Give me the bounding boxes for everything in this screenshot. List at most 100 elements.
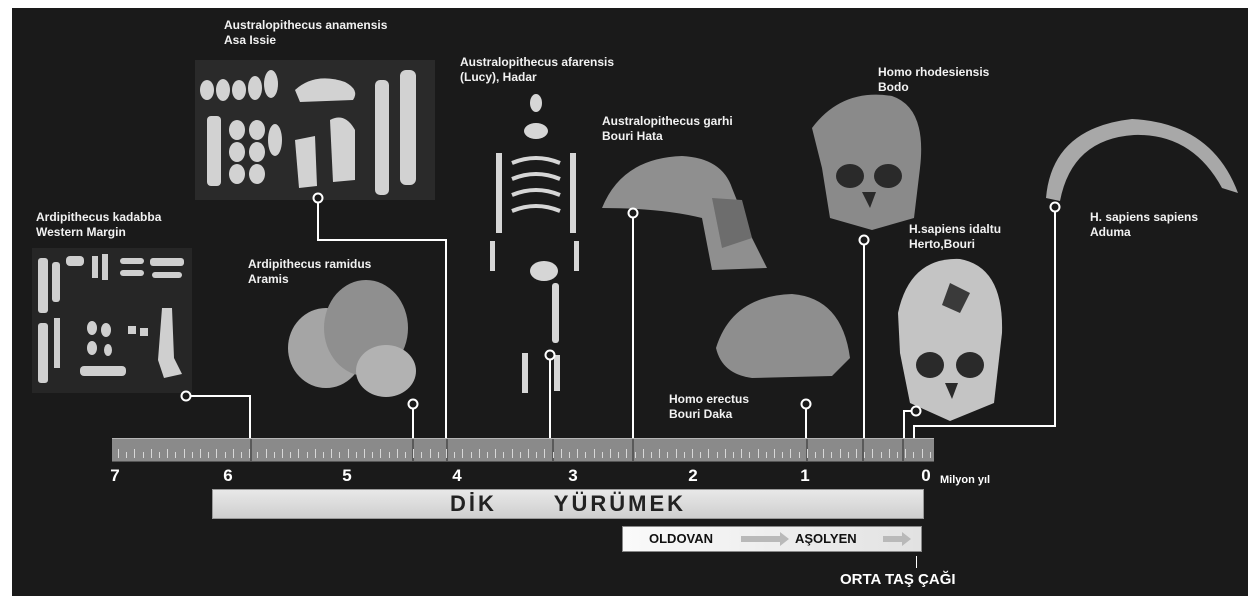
ruler-minor-tick [610,449,611,458]
ruler-segment-divider [250,439,252,461]
ruler-minor-tick [922,449,923,458]
ruler-minor-tick [323,452,324,458]
arrow-right-icon [883,536,903,542]
ruler-minor-tick [462,449,463,458]
ruler-minor-tick [799,452,800,458]
ruler-minor-tick [766,452,767,458]
ruler-minor-tick [512,449,513,458]
axis-tick-2: 2 [678,466,708,486]
ruler-minor-tick [577,449,578,458]
ruler-minor-tick [676,449,677,458]
marker-kadabba [182,392,191,401]
time-ruler [112,438,934,462]
marker-afarensis [546,351,555,360]
ruler-segment-divider [902,439,904,461]
axis-tick-1: 1 [790,466,820,486]
ruler-minor-tick [446,449,447,458]
ruler-minor-tick [758,449,759,458]
ruler-minor-tick [274,452,275,458]
ruler-minor-tick [561,449,562,458]
axis-tick-0: 0 [911,466,941,486]
ruler-minor-tick [659,449,660,458]
ruler-minor-tick [307,452,308,458]
oldowan-label: OLDOVAN [649,527,713,551]
arrow-right-icon [741,536,781,542]
ruler-minor-tick [831,452,832,458]
ruler-minor-tick [282,449,283,458]
ruler-minor-tick [331,449,332,458]
ruler-minor-tick [790,449,791,458]
ruler-minor-tick [225,452,226,458]
ruler-minor-tick [594,449,595,458]
marker-ramidus [409,400,418,409]
ruler-minor-tick [233,449,234,458]
ruler-minor-tick [848,452,849,458]
middle-stone-age-label: ORTA TAŞ ÇAĞI [840,571,956,588]
ruler-minor-tick [216,449,217,458]
ruler-minor-tick [364,449,365,458]
ruler-minor-tick [725,449,726,458]
ruler-minor-tick [823,449,824,458]
ruler-minor-tick [348,449,349,458]
ruler-minor-tick [930,452,931,458]
ruler-minor-tick [708,449,709,458]
ruler-minor-tick [643,449,644,458]
acheulean-label: AŞOLYEN [795,527,857,551]
ruler-minor-tick [889,449,890,458]
axis-tick-6: 6 [213,466,243,486]
ruler-minor-tick [905,449,906,458]
upright-walking-band: DİK YÜRÜMEK [212,489,924,519]
ruler-minor-tick [872,449,873,458]
axis-unit-label: Milyon yıl [940,474,990,486]
ruler-minor-tick [454,452,455,458]
ruler-minor-tick [266,449,267,458]
ruler-minor-tick [257,452,258,458]
ruler-minor-tick [339,452,340,458]
ruler-minor-tick [421,452,422,458]
ruler-minor-tick [585,452,586,458]
ruler-minor-tick [298,449,299,458]
middle-stone-age-marker [916,556,917,568]
ruler-minor-tick [159,452,160,458]
ruler-minor-tick [487,452,488,458]
ruler-minor-tick [200,449,201,458]
axis-tick-7: 7 [100,466,130,486]
ruler-minor-tick [126,452,127,458]
ruler-minor-tick [618,452,619,458]
ruler-minor-tick [856,449,857,458]
axis-tick-3: 3 [558,466,588,486]
ruler-minor-tick [536,452,537,458]
ruler-minor-tick [692,449,693,458]
ruler-minor-tick [380,449,381,458]
ruler-minor-tick [192,452,193,458]
ruler-minor-tick [405,452,406,458]
ruler-minor-tick [733,452,734,458]
ruler-minor-tick [651,452,652,458]
ruler-minor-tick [167,449,168,458]
ruler-minor-tick [782,452,783,458]
ruler-minor-tick [389,452,390,458]
ruler-minor-tick [864,452,865,458]
connector-anamensis [318,198,446,438]
ruler-minor-tick [315,449,316,458]
ruler-minor-tick [134,449,135,458]
stone-tool-band: OLDOVAN AŞOLYEN [622,526,922,552]
marker-erectus [802,400,811,409]
ruler-minor-tick [815,452,816,458]
ruler-minor-tick [700,452,701,458]
marker-anamensis [314,194,323,203]
ruler-minor-tick [602,452,603,458]
axis-tick-4: 4 [442,466,472,486]
ruler-minor-tick [774,449,775,458]
ruler-minor-tick [495,449,496,458]
ruler-minor-tick [471,452,472,458]
marker-sapiens [1051,203,1060,212]
ruler-minor-tick [913,452,914,458]
ruler-minor-tick [503,452,504,458]
ruler-minor-tick [356,452,357,458]
ruler-minor-tick [438,452,439,458]
ruler-minor-tick [569,452,570,458]
ruler-minor-tick [290,452,291,458]
ruler-minor-tick [807,449,808,458]
ruler-minor-tick [372,452,373,458]
